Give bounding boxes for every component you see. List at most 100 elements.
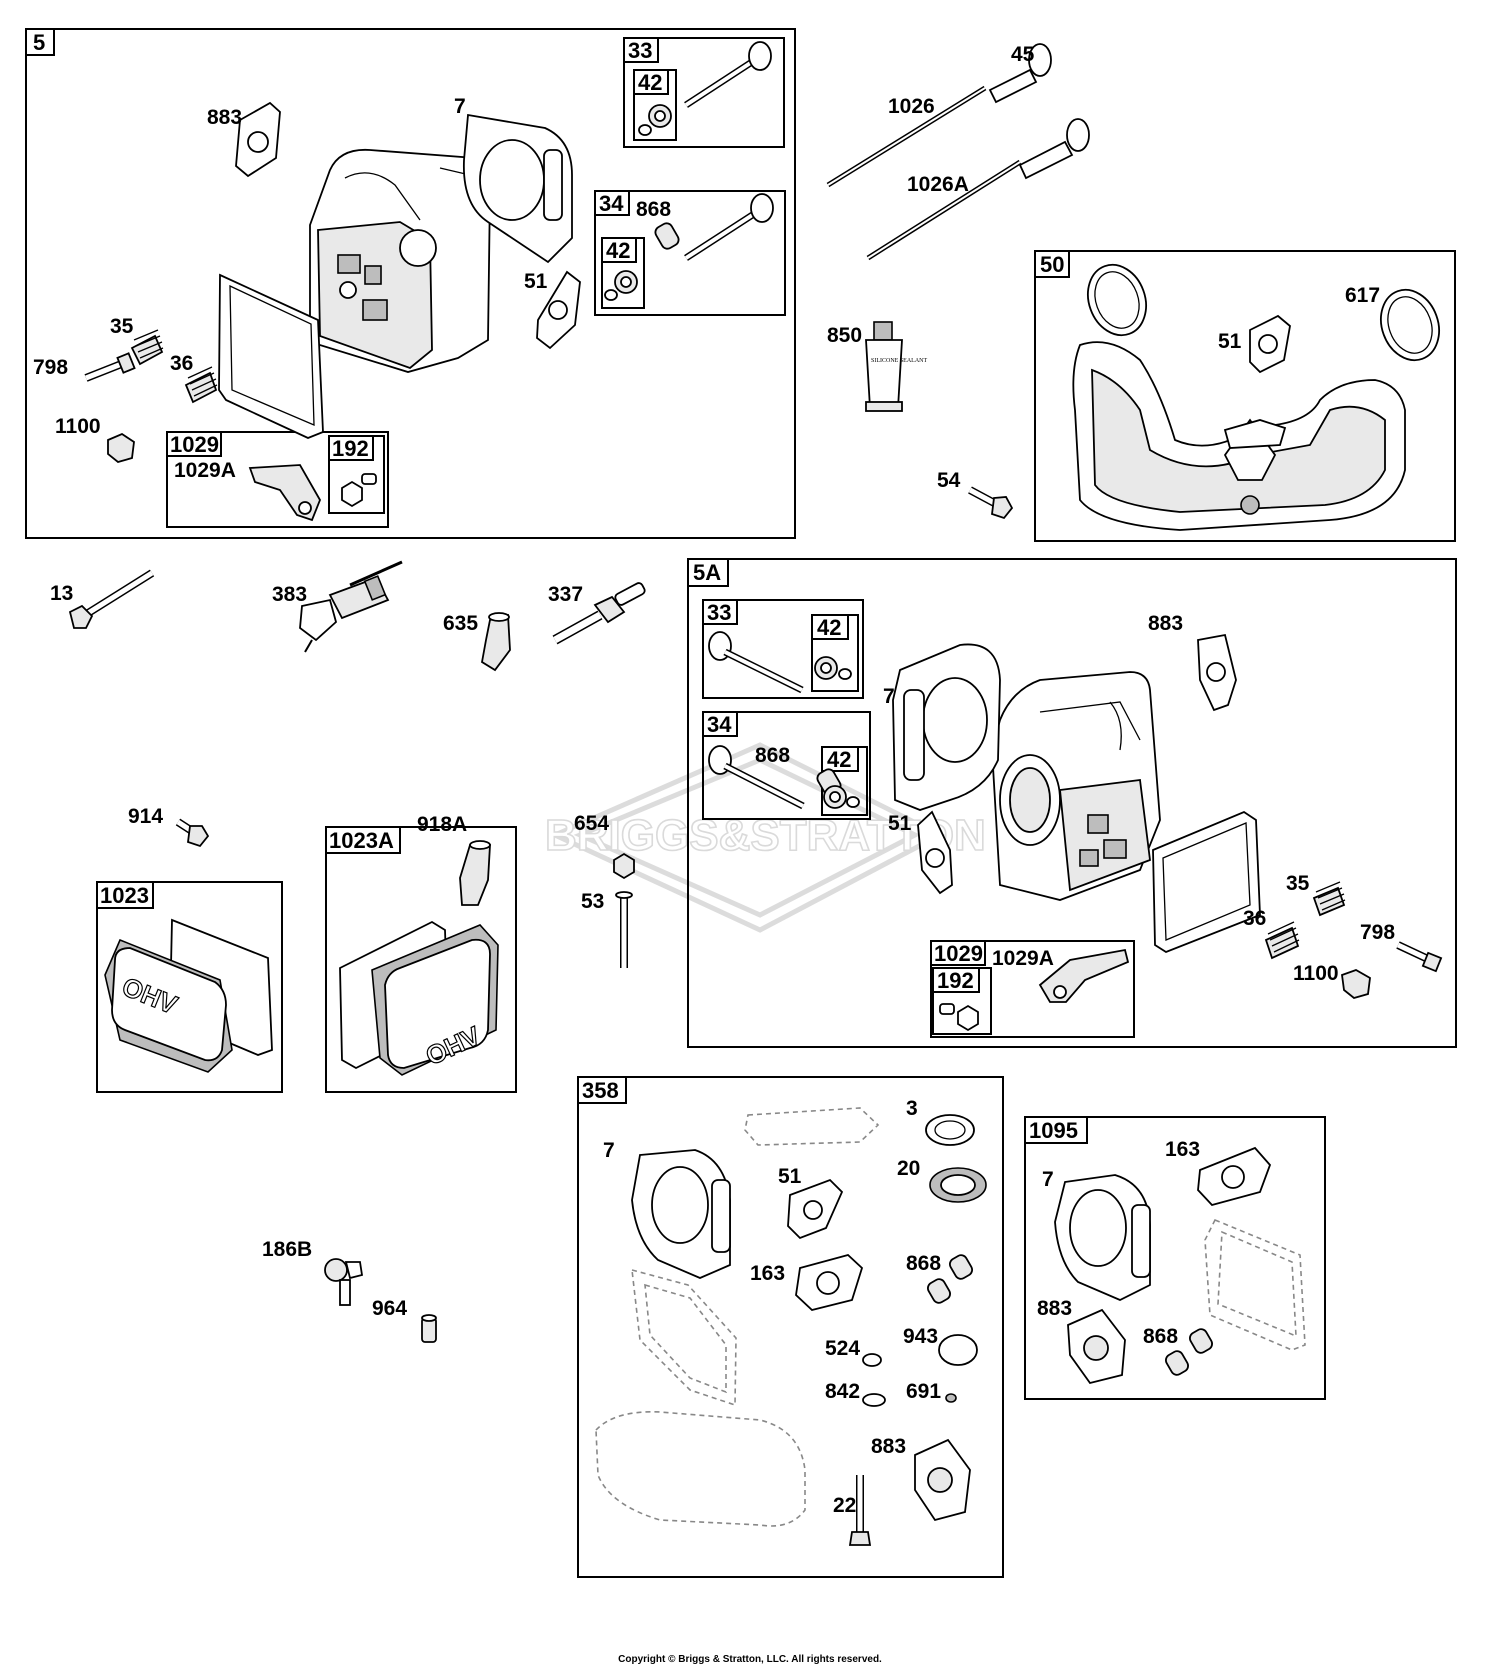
- o-ring-right-part[interactable]: [1371, 282, 1448, 369]
- label-1029A[interactable]: 1029A: [174, 459, 236, 482]
- sealant-tube-part[interactable]: SILICONE SEALANT: [865, 321, 927, 412]
- bolt-798-5A-part[interactable]: [1396, 941, 1443, 973]
- label-883-358[interactable]: 883: [871, 1435, 906, 1458]
- rocker-nut-part[interactable]: [341, 473, 377, 508]
- label-163-358[interactable]: 163: [750, 1262, 785, 1285]
- group-33-number[interactable]: 33: [628, 38, 652, 63]
- spark-plug-337-part[interactable]: [552, 582, 646, 645]
- pushrod-1026-part[interactable]: [826, 85, 987, 188]
- valve-part[interactable]: [684, 41, 772, 108]
- group-50-number[interactable]: 50: [1040, 252, 1064, 277]
- gasket-51-358-part[interactable]: [787, 1178, 844, 1240]
- label-7-1095[interactable]: 7: [1042, 1168, 1054, 1191]
- label-54[interactable]: 54: [937, 469, 961, 492]
- label-1100-5A[interactable]: 1100: [1293, 962, 1339, 985]
- screw-54-part[interactable]: [968, 486, 1014, 520]
- valve-cover-gasket-5A-part[interactable]: [1152, 810, 1261, 954]
- group-192-number[interactable]: 192: [332, 436, 369, 461]
- valve-5A-part[interactable]: [708, 631, 804, 694]
- valve-cover-gasket-1095-part[interactable]: [1204, 1218, 1306, 1351]
- label-3[interactable]: 3: [906, 1097, 918, 1120]
- group-42-5A-number[interactable]: 42: [817, 615, 841, 640]
- exhaust-gasket-5A-part[interactable]: [917, 810, 953, 895]
- group-192-5A-number[interactable]: 192: [937, 968, 974, 993]
- head-gasket-5A-part[interactable]: [892, 643, 1001, 811]
- label-883-1095[interactable]: 883: [1037, 1297, 1072, 1320]
- spring-36-part[interactable]: [184, 366, 218, 404]
- label-918A[interactable]: 918A: [417, 813, 467, 836]
- intake-manifold-part[interactable]: [1072, 341, 1406, 531]
- stud-53-part[interactable]: [615, 891, 633, 968]
- head-gasket-part[interactable]: [463, 113, 573, 264]
- exhaust-gasket-part[interactable]: [536, 270, 581, 350]
- pushrod-1026A-part[interactable]: [866, 118, 1090, 261]
- gasket-dashed-top-part[interactable]: [744, 1107, 880, 1146]
- group-42-5A-b-number[interactable]: 42: [827, 747, 851, 772]
- label-964[interactable]: 964: [372, 1297, 407, 1320]
- crankcase-gasket-358-part[interactable]: [595, 1411, 806, 1527]
- nut-654-part[interactable]: [613, 852, 635, 880]
- group-1029-number[interactable]: 1029: [170, 432, 219, 457]
- valve-cover-gasket-part[interactable]: [218, 273, 324, 439]
- label-51-g50[interactable]: 51: [1218, 330, 1242, 353]
- label-1026[interactable]: 1026: [888, 95, 935, 118]
- valve-seal-part-34[interactable]: [604, 270, 638, 301]
- label-868-5A[interactable]: 868: [755, 744, 790, 767]
- group-5A-number[interactable]: 5A: [693, 560, 721, 585]
- valve-cover-gasket-358-part[interactable]: [631, 1268, 737, 1407]
- valve-seal-part[interactable]: [638, 104, 672, 136]
- label-7[interactable]: 7: [454, 95, 466, 118]
- label-868-358[interactable]: 868: [906, 1252, 941, 1275]
- label-20[interactable]: 20: [897, 1157, 920, 1180]
- pushrod-45-part[interactable]: [988, 43, 1052, 104]
- spring-35-part[interactable]: [130, 329, 164, 366]
- breather-tube-918A-part[interactable]: [459, 840, 491, 906]
- label-1100[interactable]: 1100: [55, 415, 101, 438]
- o-ring-842-part[interactable]: [862, 1393, 886, 1407]
- guide-868-358-part[interactable]: [926, 1253, 975, 1305]
- group-1023-number[interactable]: 1023: [100, 883, 149, 908]
- group-42b-number[interactable]: 42: [606, 238, 630, 263]
- group-34-5A-number[interactable]: 34: [707, 712, 732, 737]
- label-7-358[interactable]: 7: [603, 1139, 615, 1162]
- group-5-number[interactable]: 5: [33, 30, 45, 55]
- gasket-883-1095-part[interactable]: [1067, 1308, 1126, 1385]
- o-ring-524-part[interactable]: [862, 1353, 882, 1367]
- label-617[interactable]: 617: [1345, 284, 1380, 307]
- o-ring-943-part[interactable]: [938, 1334, 978, 1366]
- label-850[interactable]: 850: [827, 324, 862, 347]
- label-635[interactable]: 635: [443, 612, 478, 635]
- label-868[interactable]: 868: [636, 198, 671, 221]
- label-51-5A[interactable]: 51: [888, 812, 912, 835]
- group-1095-number[interactable]: 1095: [1029, 1118, 1078, 1143]
- label-798[interactable]: 798: [33, 356, 68, 379]
- label-691[interactable]: 691: [906, 1380, 941, 1403]
- label-883[interactable]: 883: [207, 106, 242, 129]
- screw-914-part[interactable]: [175, 818, 210, 848]
- label-383[interactable]: 383: [272, 583, 307, 606]
- group-358-number[interactable]: 358: [582, 1078, 619, 1103]
- label-22[interactable]: 22: [833, 1494, 856, 1517]
- group-1029-5A-number[interactable]: 1029: [934, 941, 983, 966]
- valve-guide-part[interactable]: [653, 221, 681, 251]
- manifold-gasket-part[interactable]: [1249, 314, 1291, 374]
- o-ring-691-part[interactable]: [945, 1393, 957, 1403]
- label-798-5A[interactable]: 798: [1360, 921, 1395, 944]
- group-34-number[interactable]: 34: [599, 191, 624, 216]
- intake-gasket-5A-part[interactable]: [1197, 633, 1237, 712]
- spring-36-5A-part[interactable]: [1264, 921, 1300, 960]
- bolt-22-358-part[interactable]: [848, 1475, 872, 1546]
- oil-seal-3-part[interactable]: [925, 1114, 975, 1146]
- sleeve-964-part[interactable]: [421, 1314, 437, 1343]
- label-1029A-5A[interactable]: 1029A: [992, 947, 1054, 970]
- spark-plug-boot-635-part[interactable]: [481, 612, 511, 672]
- elbow-186B-part[interactable]: [324, 1258, 364, 1306]
- guide-868-1095-part[interactable]: [1164, 1327, 1215, 1377]
- label-35[interactable]: 35: [110, 315, 134, 338]
- label-1026A[interactable]: 1026A: [907, 173, 969, 196]
- label-914[interactable]: 914: [128, 805, 163, 828]
- label-51[interactable]: 51: [524, 270, 548, 293]
- clip-1100-part[interactable]: [107, 432, 135, 463]
- label-36[interactable]: 36: [170, 352, 193, 375]
- spring-35-5A-part[interactable]: [1312, 881, 1346, 917]
